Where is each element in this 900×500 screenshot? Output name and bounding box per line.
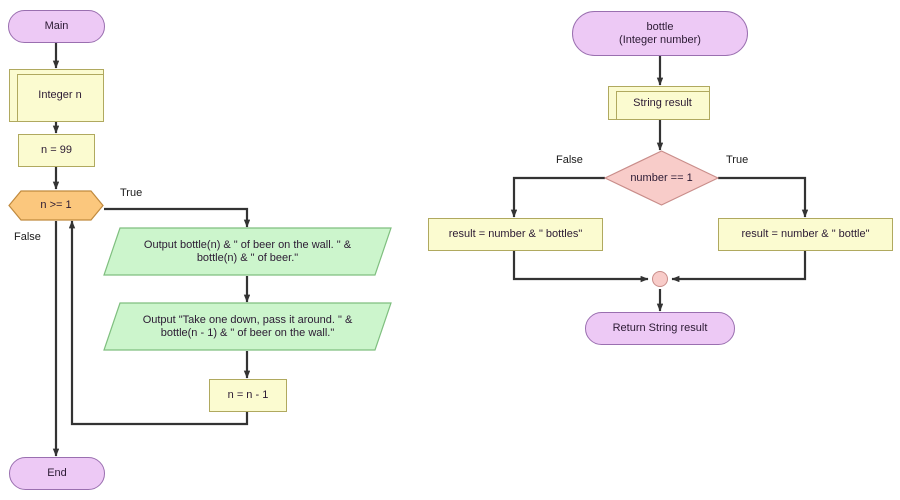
edge-label-loop-false: False xyxy=(14,231,41,243)
node-main-start-label: Main xyxy=(44,20,69,32)
node-bottle-start[interactable]: bottle (Integer number) xyxy=(572,11,748,56)
node-main-start[interactable]: Main xyxy=(8,10,105,43)
node-result-bottle-singular[interactable]: result = number & " bottle" xyxy=(718,218,893,251)
node-main-end[interactable]: End xyxy=(9,457,105,490)
edge-label-loop-true: True xyxy=(120,187,143,199)
output2-line1: Output "Take one down, pass it around. "… xyxy=(142,313,353,326)
bottle-start-line2: (Integer number) xyxy=(619,33,701,46)
diamond-shape xyxy=(604,150,719,206)
node-return-result[interactable]: Return String result xyxy=(585,312,735,345)
node-number-equals-one[interactable]: number == 1 xyxy=(604,150,719,206)
node-number-equals-one-label: number == 1 xyxy=(630,171,693,184)
node-declare-string-result-label: String result xyxy=(633,96,692,109)
edge-decision-false xyxy=(510,176,605,218)
node-declare-integer-n[interactable]: Integer n xyxy=(9,69,104,122)
node-declare-string-result[interactable]: String result xyxy=(608,86,710,120)
bottle-start-line1: bottle xyxy=(646,20,674,33)
node-result-bottles-plural[interactable]: result = number & " bottles" xyxy=(428,218,603,251)
node-decrement-n-label: n = n - 1 xyxy=(227,389,269,401)
edge-label-decision-true: True xyxy=(726,154,749,166)
node-output-bottles-on-wall-text: Output bottle(n) & " of beer on the wall… xyxy=(124,239,371,265)
output1-line1: Output bottle(n) & " of beer on the wall… xyxy=(143,238,352,251)
node-output-take-one-down-text: Output "Take one down, pass it around. "… xyxy=(123,314,373,340)
edge-loop-true-to-output1 xyxy=(104,207,251,228)
node-bottle-start-text: bottle (Integer number) xyxy=(619,21,701,47)
node-loop-condition[interactable]: n >= 1 xyxy=(8,190,104,221)
node-return-result-label: Return String result xyxy=(612,322,708,334)
node-assign-n-99[interactable]: n = 99 xyxy=(18,134,95,167)
node-declare-integer-n-label: Integer n xyxy=(38,89,82,101)
node-assign-n-99-label: n = 99 xyxy=(41,144,72,156)
node-result-bottles-plural-label: result = number & " bottles" xyxy=(448,228,583,240)
hexagon-shape xyxy=(8,190,104,221)
output1-line2: bottle(n) & " of beer." xyxy=(196,251,299,264)
edge-true-box-to-merge xyxy=(671,251,807,283)
node-decrement-n[interactable]: n = n - 1 xyxy=(209,379,287,412)
edge-false-box-to-merge xyxy=(512,251,649,283)
edge-decision-true xyxy=(718,176,809,218)
node-main-end-label: End xyxy=(47,467,67,479)
node-output-bottles-on-wall[interactable]: Output bottle(n) & " of beer on the wall… xyxy=(103,227,392,276)
node-merge-point[interactable] xyxy=(652,271,668,287)
node-loop-condition-label: n >= 1 xyxy=(40,199,72,211)
output2-line2: bottle(n - 1) & " of beer on the wall." xyxy=(160,326,335,339)
node-result-bottle-singular-label: result = number & " bottle" xyxy=(741,228,870,240)
edge-label-decision-false: False xyxy=(556,154,583,166)
node-output-take-one-down[interactable]: Output "Take one down, pass it around. "… xyxy=(103,302,392,351)
